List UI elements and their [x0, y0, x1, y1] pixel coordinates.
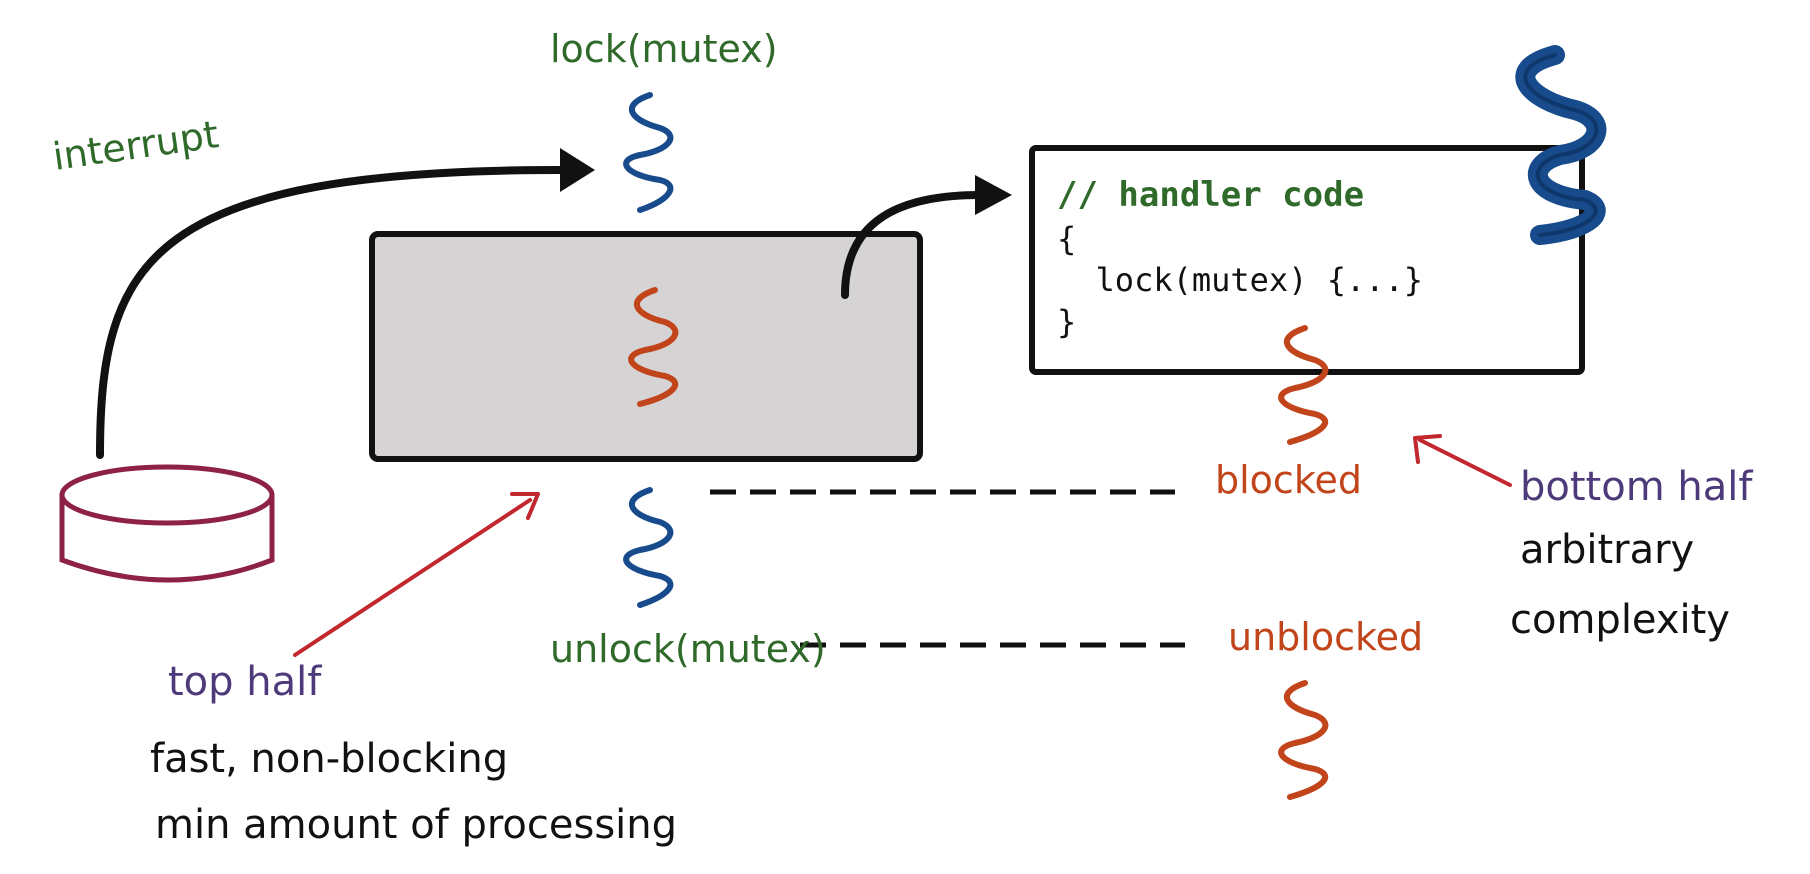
top-half-pointer — [293, 498, 532, 657]
thread-orange-unblocked-icon — [1278, 680, 1329, 800]
top-half-box — [369, 231, 923, 462]
top-half-desc-2: min amount of processing — [155, 802, 677, 848]
blocked-label: blocked — [1215, 458, 1362, 502]
code-comment: // handler code — [1057, 175, 1364, 215]
code-body: lock(mutex) {...} — [1057, 261, 1423, 299]
interrupt-arrow — [96, 166, 564, 459]
unlock-label: unlock(mutex) — [550, 627, 826, 671]
handler-arrow — [841, 191, 984, 299]
bottom-half-desc-2: complexity — [1510, 597, 1730, 643]
interrupt-arrowhead — [560, 148, 595, 192]
top-half-desc-1: fast, non-blocking — [150, 736, 508, 782]
top-half-label: top half — [168, 659, 322, 705]
thread-orange-box-icon — [628, 287, 679, 407]
lock-label: lock(mutex) — [550, 27, 778, 71]
handler-arrowhead — [975, 175, 1012, 215]
unblocked-label: unblocked — [1228, 615, 1423, 659]
bottom-half-desc-1: arbitrary — [1520, 527, 1694, 573]
thread-blue-top-icon — [623, 92, 674, 213]
bottom-half-pointer — [1418, 438, 1512, 487]
bottom-half-label: bottom half — [1520, 464, 1753, 510]
code-close-brace: } — [1057, 303, 1076, 341]
thread-orange-handler-icon — [1278, 325, 1329, 445]
code-open-brace: { — [1057, 220, 1076, 258]
thread-blue-bottom-icon — [623, 487, 674, 608]
handler-code-box — [1029, 145, 1585, 375]
interrupt-label: interrupt — [50, 112, 221, 179]
device-icon — [59, 464, 275, 583]
